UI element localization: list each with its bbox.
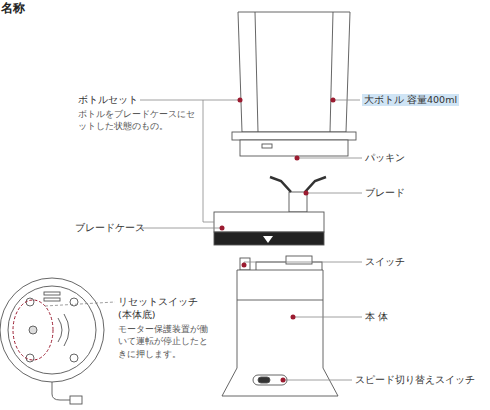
part-name: スピード切り替えスイッチ: [355, 374, 475, 386]
vent-slot: [44, 298, 60, 301]
part-name: 本 体: [365, 311, 388, 323]
plug: [70, 396, 82, 404]
blade-stem: [289, 192, 307, 212]
foot: [26, 298, 34, 306]
part-name: ブレードケース: [75, 222, 145, 234]
part-name: スイッチ: [365, 256, 405, 268]
leader-line: [140, 100, 240, 101]
leader-line: [45, 302, 115, 306]
leader-line: [140, 228, 222, 229]
foot: [70, 354, 78, 362]
leader-line: [283, 380, 352, 381]
speed-slider: [253, 375, 287, 385]
note: ボトルをブレードケースにセットした状態のもの。: [78, 108, 203, 133]
leader-line: [297, 157, 362, 158]
note: モーター保護装置が働いて運転が停止したときに押します。: [118, 323, 208, 360]
leader-dot: [281, 378, 286, 383]
bottle-flange: [232, 132, 356, 140]
leader-line: [333, 100, 360, 101]
bottle-cap: [240, 140, 348, 156]
blade-arms: [270, 177, 326, 192]
bottle-ridge: [255, 12, 258, 132]
leader-dot: [331, 98, 336, 103]
bottom-ring: [8, 286, 96, 374]
main-body: [222, 270, 338, 396]
reset-button: [29, 326, 37, 334]
body-bottom: [0, 278, 104, 382]
cap-tab: [262, 144, 272, 148]
foot: [26, 354, 34, 362]
vent-slot: [44, 292, 60, 295]
leader-dot: [238, 98, 243, 103]
bottle-ridge: [330, 12, 333, 132]
leader-line: [306, 193, 362, 194]
leader-line: [293, 317, 362, 318]
highlight-ring: [13, 300, 53, 360]
blade-case-band: [214, 232, 324, 245]
body-line: [237, 300, 323, 301]
vent: [58, 314, 69, 346]
leader-dot: [242, 263, 247, 268]
heading: 名称: [1, 0, 25, 17]
speed-knob: [258, 377, 270, 383]
leader-dot: [291, 315, 296, 320]
leader-dot: [295, 156, 300, 161]
leader-dot: [220, 226, 225, 231]
coupling-top: [286, 256, 312, 264]
blade-case-mark: [263, 236, 273, 243]
part-name: パッキン: [365, 152, 405, 164]
leader-line: [244, 262, 362, 265]
part-name: リセットスイッチ: [118, 296, 198, 308]
part-name: ボトルセット: [78, 94, 138, 106]
bottle: [238, 12, 350, 132]
bracket-line: [203, 100, 214, 222]
part-name: 大ボトル 容量400ml: [362, 94, 459, 106]
part-name: ブレード: [365, 187, 405, 199]
switch-part: [240, 258, 250, 270]
cord: [52, 382, 70, 400]
part-name: (本体底): [118, 309, 155, 321]
leader-dot: [304, 191, 309, 196]
blade-case: [214, 212, 324, 232]
